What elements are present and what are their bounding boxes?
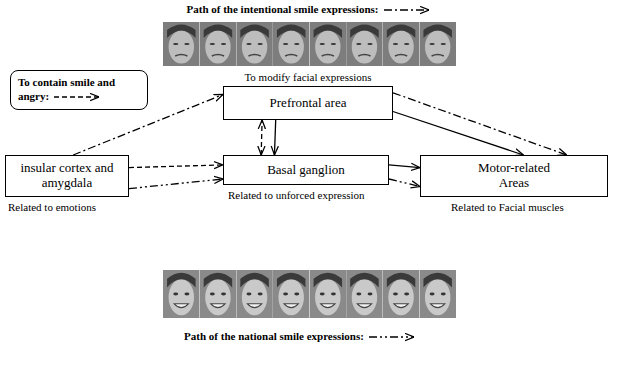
legend-line xyxy=(384,10,429,11)
box-label: Motor-related Areas xyxy=(464,161,564,191)
legend-text: To contain smile and angry: xyxy=(18,76,115,102)
connector-arrow xyxy=(129,179,223,189)
connector-arrow xyxy=(393,93,567,155)
face-photo xyxy=(273,22,310,66)
connector-arrow xyxy=(274,120,275,155)
face-photo xyxy=(163,270,200,318)
legend-line xyxy=(369,337,414,338)
box-caption: Related to Facial muscles xyxy=(451,201,564,213)
legend-line-sample xyxy=(53,92,101,102)
process-box: insular cortex and amygdalaRelated to em… xyxy=(5,155,129,197)
face-photo xyxy=(419,22,456,66)
connector-arrow xyxy=(129,165,223,168)
process-box: Basal ganglionRelated to unforced expres… xyxy=(223,155,389,185)
legend-line-sample xyxy=(383,5,431,15)
connector-arrow xyxy=(389,179,420,187)
face-photo xyxy=(200,22,237,66)
face-photo xyxy=(346,22,383,66)
face-photo xyxy=(163,22,200,66)
box-caption: Related to unforced expression xyxy=(228,189,365,201)
process-box: Motor-related AreasRelated to Facial mus… xyxy=(420,155,608,197)
box-label: insular cortex and amygdala xyxy=(12,161,122,191)
face-photo xyxy=(383,270,420,318)
face-photo xyxy=(200,270,237,318)
legend-line-sample xyxy=(368,332,416,342)
connector-arrow xyxy=(393,112,523,156)
connector-arrow xyxy=(261,120,263,155)
face-photo xyxy=(310,22,347,66)
face-photo xyxy=(419,270,456,318)
box-label: Basal ganglion xyxy=(267,163,345,178)
legend-text: Path of the national smile expressions: xyxy=(184,330,364,342)
face-photo xyxy=(236,270,273,318)
face-photo xyxy=(310,270,347,318)
intentional-smile-photos xyxy=(163,22,456,66)
face-photo xyxy=(236,22,273,66)
legend-entry: Path of the intentional smile expression… xyxy=(0,3,617,17)
box-caption: To modify facial expressions xyxy=(244,71,371,83)
face-photo xyxy=(346,270,383,318)
box-caption: Related to emotions xyxy=(8,201,96,213)
legend-entry: To contain smile and angry: xyxy=(10,70,148,110)
legend-entry: Path of the national smile expressions: xyxy=(0,330,600,344)
box-label: Prefrontal area xyxy=(270,96,347,111)
face-photo xyxy=(273,270,310,318)
process-box: Prefrontal areaTo modify facial expressi… xyxy=(223,86,393,120)
connector-arrow xyxy=(389,165,420,168)
legend-text: Path of the intentional smile expression… xyxy=(187,3,379,15)
legend-line xyxy=(54,97,99,98)
face-photo xyxy=(383,22,420,66)
natural-smile-photos xyxy=(163,270,456,318)
